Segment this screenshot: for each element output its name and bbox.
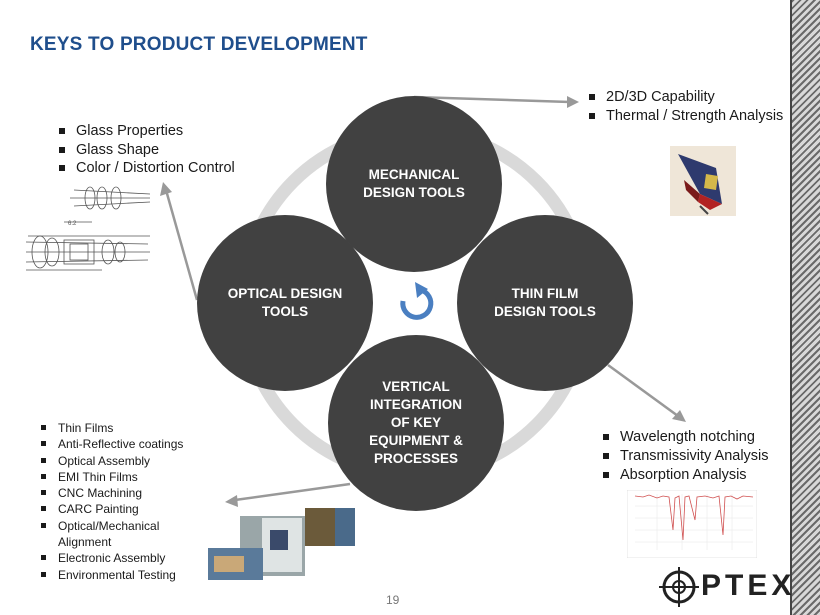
arrowhead-mechanical: [567, 96, 579, 108]
lab-photo: [305, 508, 335, 546]
mechanical-bullet-list: 2D/3D Capability Thermal / Strength Anal…: [586, 88, 783, 126]
list-item: Wavelength notching: [600, 428, 769, 447]
list-item: Color / Distortion Control: [56, 159, 235, 178]
page-number: 19: [386, 593, 400, 607]
lab-photo-2: [335, 508, 355, 546]
list-item: CNC Machining: [38, 485, 203, 501]
list-item: Thin Films: [38, 420, 203, 436]
list-item: Anti-Reflective coatings: [38, 436, 203, 452]
list-item: Transmissivity Analysis: [600, 447, 769, 466]
mechanical-design-tools-circle: MECHANICAL DESIGN TOOLS: [326, 96, 502, 272]
list-item: Glass Properties: [56, 122, 235, 141]
vertical-integration-circle: VERTICAL INTEGRATION OF KEY EQUIPMENT & …: [328, 335, 504, 511]
thin-film-bullet-list: Wavelength notching Transmissivity Analy…: [600, 428, 769, 485]
lens-design-drawing: 6.2: [22, 186, 154, 274]
cnc-window-photo: [270, 530, 288, 550]
crosshair-logo-icon: [659, 567, 699, 607]
list-item: CARC Painting: [38, 501, 203, 517]
slide-title: KEYS TO PRODUCT DEVELOPMENT: [30, 34, 368, 55]
list-item: EMI Thin Films: [38, 469, 203, 485]
logo-text: PTEX: [701, 569, 796, 602]
list-item: Glass Shape: [56, 141, 235, 160]
arrowhead-vertical: [225, 495, 238, 507]
arrowhead-optical: [160, 182, 172, 196]
edge-divider: [790, 0, 792, 615]
cycle-arrow-icon: [400, 282, 434, 320]
transmission-spectrum-plot: [627, 490, 757, 558]
list-item: Electronic Assembly: [38, 550, 203, 566]
decorative-edge-strip: [792, 0, 820, 615]
list-item: Absorption Analysis: [600, 466, 769, 485]
arrow-optical: [164, 189, 199, 301]
arrow-vertical: [234, 482, 351, 502]
list-item: Thermal / Strength Analysis: [586, 107, 783, 126]
lens-dimension-label: 6.2: [68, 221, 77, 227]
optical-bullet-list: Glass Properties Glass Shape Color / Dis…: [56, 122, 235, 178]
vertical-integration-bullet-list: Thin Films Anti-Reflective coatings Opti…: [38, 420, 203, 583]
list-item: Environmental Testing: [38, 567, 203, 583]
mechanical-3d-render: [670, 146, 736, 216]
company-logo: PTEX: [657, 567, 817, 607]
arrow-mechanical: [413, 95, 571, 104]
arrowhead-thin-film: [672, 410, 686, 422]
list-item: Optical Assembly: [38, 453, 203, 469]
assembly-photo-detail: [214, 556, 244, 572]
list-item: Optical/Mechanical Alignment: [38, 518, 203, 551]
thin-film-design-tools-circle: THIN FILM DESIGN TOOLS: [457, 215, 633, 391]
list-item: 2D/3D Capability: [586, 88, 783, 107]
optical-design-tools-circle: OPTICAL DESIGN TOOLS: [197, 215, 373, 391]
arrow-thin-film: [607, 363, 679, 418]
